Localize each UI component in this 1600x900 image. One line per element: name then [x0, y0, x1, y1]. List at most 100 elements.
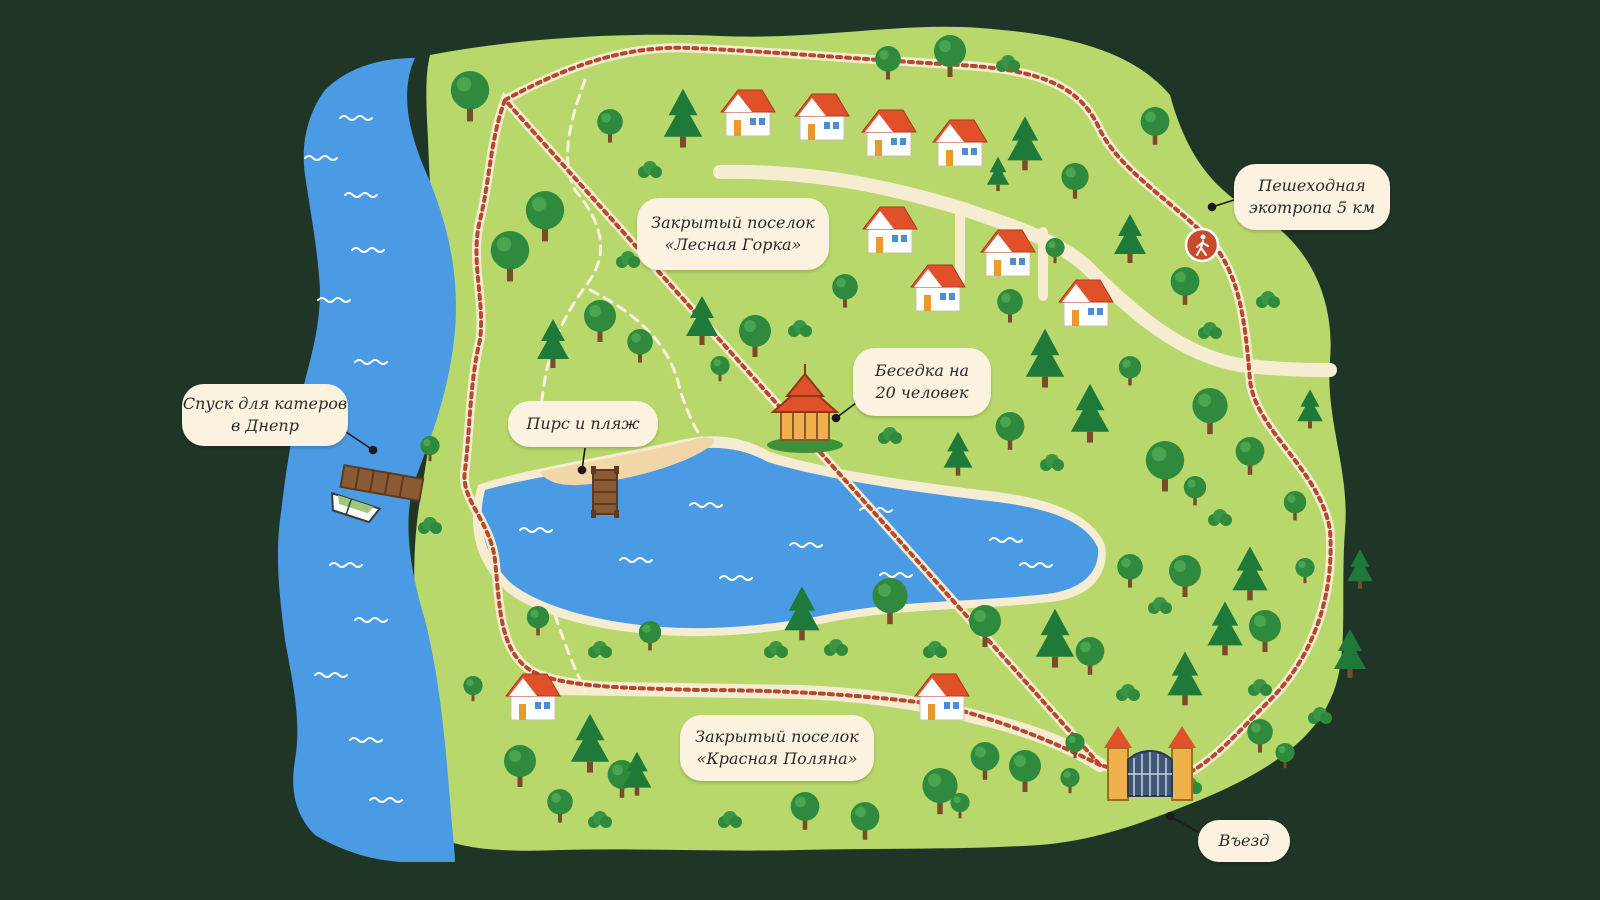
tree-icon	[934, 35, 966, 77]
tree-icon	[1065, 733, 1085, 759]
tree-icon	[1334, 629, 1366, 678]
label-gazebo: Беседка на 20 человек	[853, 348, 991, 416]
tree-icon	[1183, 476, 1207, 506]
tree-icon	[1275, 743, 1295, 769]
tree-icon	[1295, 558, 1315, 584]
pedestrian-icon	[1184, 227, 1220, 263]
bush	[1040, 454, 1064, 471]
tree-icon	[597, 109, 623, 143]
tree-icon	[1009, 750, 1041, 792]
tree-icon	[1247, 719, 1273, 753]
tree-icon	[1235, 437, 1265, 475]
bush	[1308, 707, 1332, 724]
tree-icon	[450, 71, 490, 122]
tree-icon	[1145, 441, 1185, 492]
tree-icon	[1232, 546, 1268, 601]
house-icon	[913, 673, 970, 721]
tree-icon	[995, 412, 1025, 450]
bush	[588, 641, 612, 658]
tree-icon	[739, 315, 771, 357]
river-wave	[304, 155, 338, 161]
label-village-north-line1: Закрытый поселок	[651, 213, 815, 232]
lake-wave	[1019, 562, 1053, 568]
pointer-dot-boat-launch	[368, 445, 378, 455]
house-icon	[979, 229, 1036, 277]
tree-icon	[1118, 356, 1142, 386]
house-icon	[1057, 279, 1114, 327]
gazebo-icon	[767, 364, 843, 453]
lake-wave	[689, 502, 723, 508]
label-pier-line1: Пирс и пляж	[526, 414, 640, 433]
river-wave	[317, 297, 351, 303]
tree-icon	[1192, 388, 1228, 435]
lake-water	[481, 447, 1099, 629]
lake-wave	[519, 527, 553, 533]
bush	[824, 639, 848, 656]
label-entrance-line1: Въезд	[1218, 831, 1270, 850]
house-icon	[719, 89, 776, 137]
label-eco-trail-line1: Пешеходная	[1258, 176, 1366, 195]
lake-wave	[619, 557, 653, 563]
tree-icon	[1169, 555, 1201, 597]
river-wave	[329, 562, 363, 568]
bush	[588, 811, 612, 828]
tree-icon	[1035, 608, 1075, 668]
bush	[1116, 684, 1140, 701]
label-boat-launch-line1: Спуск для катеров	[182, 394, 348, 413]
tree-icon	[1114, 214, 1146, 263]
tree-icon	[686, 296, 718, 345]
label-village-south-line1: Закрытый поселок	[695, 727, 859, 746]
tree-icon	[420, 436, 440, 462]
house-icon	[909, 264, 966, 312]
lake-wave	[879, 572, 913, 578]
tree-icon	[850, 802, 880, 840]
tree-icon	[526, 606, 550, 636]
lake-waves	[519, 502, 1053, 581]
tree-icon	[1170, 267, 1200, 305]
bush	[418, 517, 442, 534]
label-village-north-line2: «Лесная Горка»	[664, 235, 802, 254]
label-village-south: Закрытый поселок «Красная Поляна»	[680, 715, 874, 781]
tree-icon	[784, 586, 820, 641]
tree-icon	[663, 88, 703, 148]
gate-icon	[1104, 726, 1196, 801]
label-boat-launch-line2: в Днепр	[231, 416, 299, 435]
tree-icon	[970, 742, 1000, 780]
tree-icon	[537, 319, 569, 368]
tree-icon	[710, 356, 730, 382]
tree-icon	[1117, 554, 1143, 588]
bush	[718, 811, 742, 828]
tree-icon	[986, 156, 1010, 192]
boat-dock	[339, 464, 425, 502]
lake-wave	[989, 537, 1023, 543]
boat-icon	[331, 491, 382, 524]
tree-icon	[872, 578, 908, 625]
footpath-2	[588, 288, 712, 447]
tree-icon	[1347, 549, 1373, 589]
footpath-1	[538, 78, 603, 442]
pointer-dot-eco-trail	[1207, 202, 1217, 212]
bush	[996, 55, 1020, 72]
tree-icon	[1283, 491, 1307, 521]
river-wave	[314, 672, 348, 678]
house-icon	[860, 109, 917, 157]
bush	[616, 251, 640, 268]
label-eco-trail: Пешеходная экотропа 5 км	[1234, 164, 1390, 230]
label-village-south-line2: «Красная Поляна»	[696, 749, 858, 768]
tree-icon	[1070, 383, 1110, 443]
tree-icon	[969, 605, 1001, 647]
tree-icon	[547, 789, 573, 823]
eco-trail-markings	[462, 45, 1333, 783]
house-icon	[793, 93, 850, 141]
pointer-dot-gazebo	[831, 413, 841, 423]
label-village-north: Закрытый поселок «Лесная Горка»	[637, 198, 829, 270]
river-wave	[354, 359, 388, 365]
tree-icon	[832, 274, 858, 308]
tree-icon	[584, 300, 616, 342]
tree-icon	[504, 745, 536, 787]
label-pier: Пирс и пляж	[508, 401, 658, 447]
bush	[1208, 509, 1232, 526]
tree-icon	[1249, 610, 1281, 652]
bush	[1198, 322, 1222, 339]
